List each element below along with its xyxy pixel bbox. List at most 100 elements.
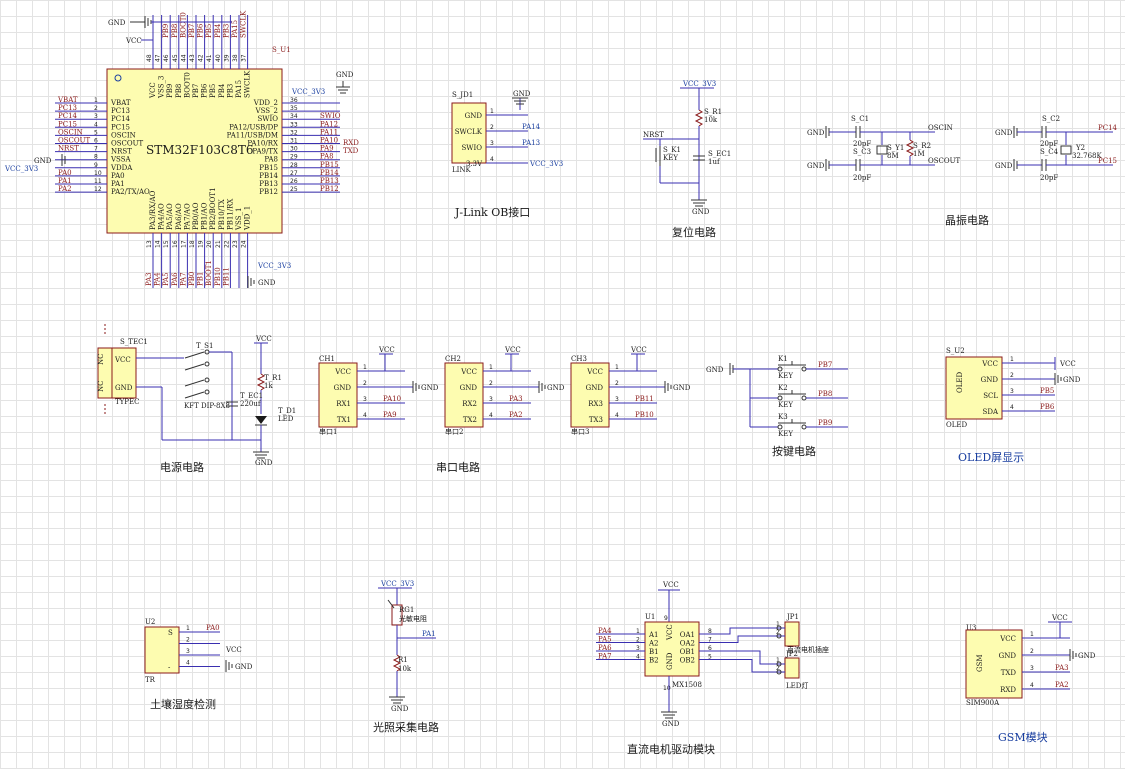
power-conn-nc2: NC xyxy=(97,381,105,392)
serial-port-vcc: VCC xyxy=(630,346,647,354)
mcu-bottom-pin-net: PA7 xyxy=(179,272,187,286)
mcu-bottom-pin-net: PA5 xyxy=(162,272,170,286)
jlink-pin-name: SWCLK xyxy=(455,128,483,136)
serial-port-body[interactable] xyxy=(318,362,358,428)
serial-port-rx: PA10 xyxy=(383,395,401,403)
jlink-pin-num: 1 xyxy=(490,108,494,115)
mcu-right-pin-num: 33 xyxy=(290,121,298,128)
motor-jp2-ref: JP2 xyxy=(785,650,798,658)
jlink-body[interactable] xyxy=(451,102,487,164)
mcu-right-pin-name: PA9/TX xyxy=(252,148,278,156)
light-rg-ref: RG1 xyxy=(399,606,414,614)
xtal-gnd2: GND xyxy=(807,162,825,170)
gsm-body[interactable] xyxy=(965,629,1023,699)
motor-jp1[interactable] xyxy=(784,621,800,647)
oled-body[interactable] xyxy=(945,356,1003,420)
jlink-part: LINK xyxy=(452,166,472,174)
power-c-val: 220uf xyxy=(240,400,262,408)
power-conn-body-b[interactable] xyxy=(111,347,137,399)
reset-k-val: KEY xyxy=(663,154,678,162)
mcu-top-pin-name: PB7 xyxy=(192,84,200,98)
serial-port-label: 串口3 xyxy=(571,428,589,436)
mcu-right-pin-net: PB12 xyxy=(320,185,339,193)
motor-body[interactable] xyxy=(644,621,700,677)
mcu-left-pin-name: VBAT xyxy=(110,99,131,107)
mcu-right-vcc33: VCC_3V3 xyxy=(291,88,325,96)
gsm-pin-num: 3 xyxy=(1030,665,1034,672)
power-d-ref: T_D1 xyxy=(278,407,296,415)
key-net: PB9 xyxy=(818,419,832,427)
power-conn-pin-vcc: VCC xyxy=(114,356,131,364)
mcu-top-pin-num: 48 xyxy=(146,54,153,62)
serial-pin-num: 3 xyxy=(363,396,367,403)
serial-port-body[interactable] xyxy=(570,362,610,428)
mcu-right-pin-net: PB14 xyxy=(320,169,339,177)
mcu-left-pin-num: 10 xyxy=(94,170,102,177)
power-conn-pin-gnd: GND xyxy=(115,384,133,392)
rtc-net-a: PC14 xyxy=(1098,124,1118,132)
mcu-right-pin-name: PB14 xyxy=(259,172,278,180)
motor-jp2[interactable] xyxy=(784,657,800,679)
motor-vcc: VCC xyxy=(662,581,679,589)
gsm-pin-name: RXD xyxy=(1000,686,1016,694)
oled-pin-name: GND xyxy=(981,376,999,384)
motor-out-pin-name: OA1 xyxy=(680,631,695,639)
mcu-body[interactable] xyxy=(106,68,283,234)
motor-in-pin-num: 3 xyxy=(636,645,640,652)
rtc-y2-ref: Y2 xyxy=(1075,144,1085,152)
mcu-top-pin-num: 42 xyxy=(198,54,205,62)
jlink-pin-name: GND xyxy=(465,112,483,120)
rtc-y2-val: 32.768K xyxy=(1072,152,1102,160)
gsm-name: GSM xyxy=(976,654,984,672)
mcu-left-pin-num: 8 xyxy=(94,154,98,161)
serial-port-body[interactable] xyxy=(444,362,484,428)
mcu-right-pin-name: PA10/RX xyxy=(247,140,278,148)
soil-body[interactable] xyxy=(144,626,180,674)
gsm-pin-name: GND xyxy=(999,652,1017,660)
key-val: KEY xyxy=(778,372,793,380)
mcu-bottom-pin-num: 19 xyxy=(198,240,205,248)
power-sw-ref: T_S1 xyxy=(196,342,213,350)
motor-out-pin-name: OA2 xyxy=(680,640,695,648)
mcu-txd: TXD xyxy=(343,147,359,155)
serial-pin-name: VCC xyxy=(586,368,603,376)
reset-c-val: 1uf xyxy=(708,158,721,166)
rtc-c2-val: 20pF xyxy=(1040,140,1058,148)
serial-pin-name: GND xyxy=(586,384,604,392)
mcu-bottom-pin-name: PB2/BOOT1 xyxy=(209,187,217,230)
key-val: KEY xyxy=(778,430,793,438)
motor-block: VCC U1 VCC GND 9 10 MX1508 GND JP1 直流电机插… xyxy=(596,581,829,756)
mcu-bottom-pin-name: PA3/RX/AO xyxy=(149,190,157,230)
mcu-left-pin-name: PA1 xyxy=(111,180,125,188)
gsm-net-txd: PA3 xyxy=(1055,664,1069,672)
mcu-bottom-pin-num: 22 xyxy=(223,240,230,248)
motor-in-pin-net: PA5 xyxy=(598,636,612,644)
oled-net-sda: PB6 xyxy=(1040,403,1055,411)
mcu-right-pin-name: PA8 xyxy=(264,156,278,164)
key-ref: K3 xyxy=(778,413,788,421)
mcu-top-pin-num: 38 xyxy=(232,54,239,62)
gsm-pin-num: 2 xyxy=(1030,648,1034,655)
mcu-top-vcc: VCC xyxy=(125,37,142,45)
mcu-bottom-pin-net: BOOT1 xyxy=(205,260,213,286)
mcu-bottom-pins: 13PA3/RX/AOPA314PA4/AOPA415PA5/AOPA516PA… xyxy=(145,187,252,288)
motor-in-pin-num: 1 xyxy=(636,628,640,635)
mcu-bottom-pin-net: PA4 xyxy=(154,272,162,286)
mcu-bottom-pin-name: VSS_1 xyxy=(235,208,243,231)
gsm-block: U3 GSM SIM900A GSM模块 1VCC2GND3TXD4RXDVCC… xyxy=(965,614,1096,744)
mcu-left-pin-num: 11 xyxy=(94,178,102,185)
mcu-right-pin-name: PB15 xyxy=(259,164,278,172)
mcu-bottom-pin-net: PA3 xyxy=(145,272,153,286)
crystal-block: GND GND S_C1 20pF S_C3 20pF S_Y1 8M S_R2… xyxy=(807,115,1118,227)
light-gnd: GND xyxy=(391,705,409,713)
jlink-pin-name: SWIO xyxy=(462,144,483,152)
motor-in-pin-name: B1 xyxy=(649,648,659,656)
motor-out-pin-name: OB1 xyxy=(680,648,695,656)
serial-port-gnd: GND xyxy=(673,384,691,392)
mcu-left-pin-num: 9 xyxy=(94,162,98,169)
mcu-top-pin-num: 39 xyxy=(223,54,230,62)
